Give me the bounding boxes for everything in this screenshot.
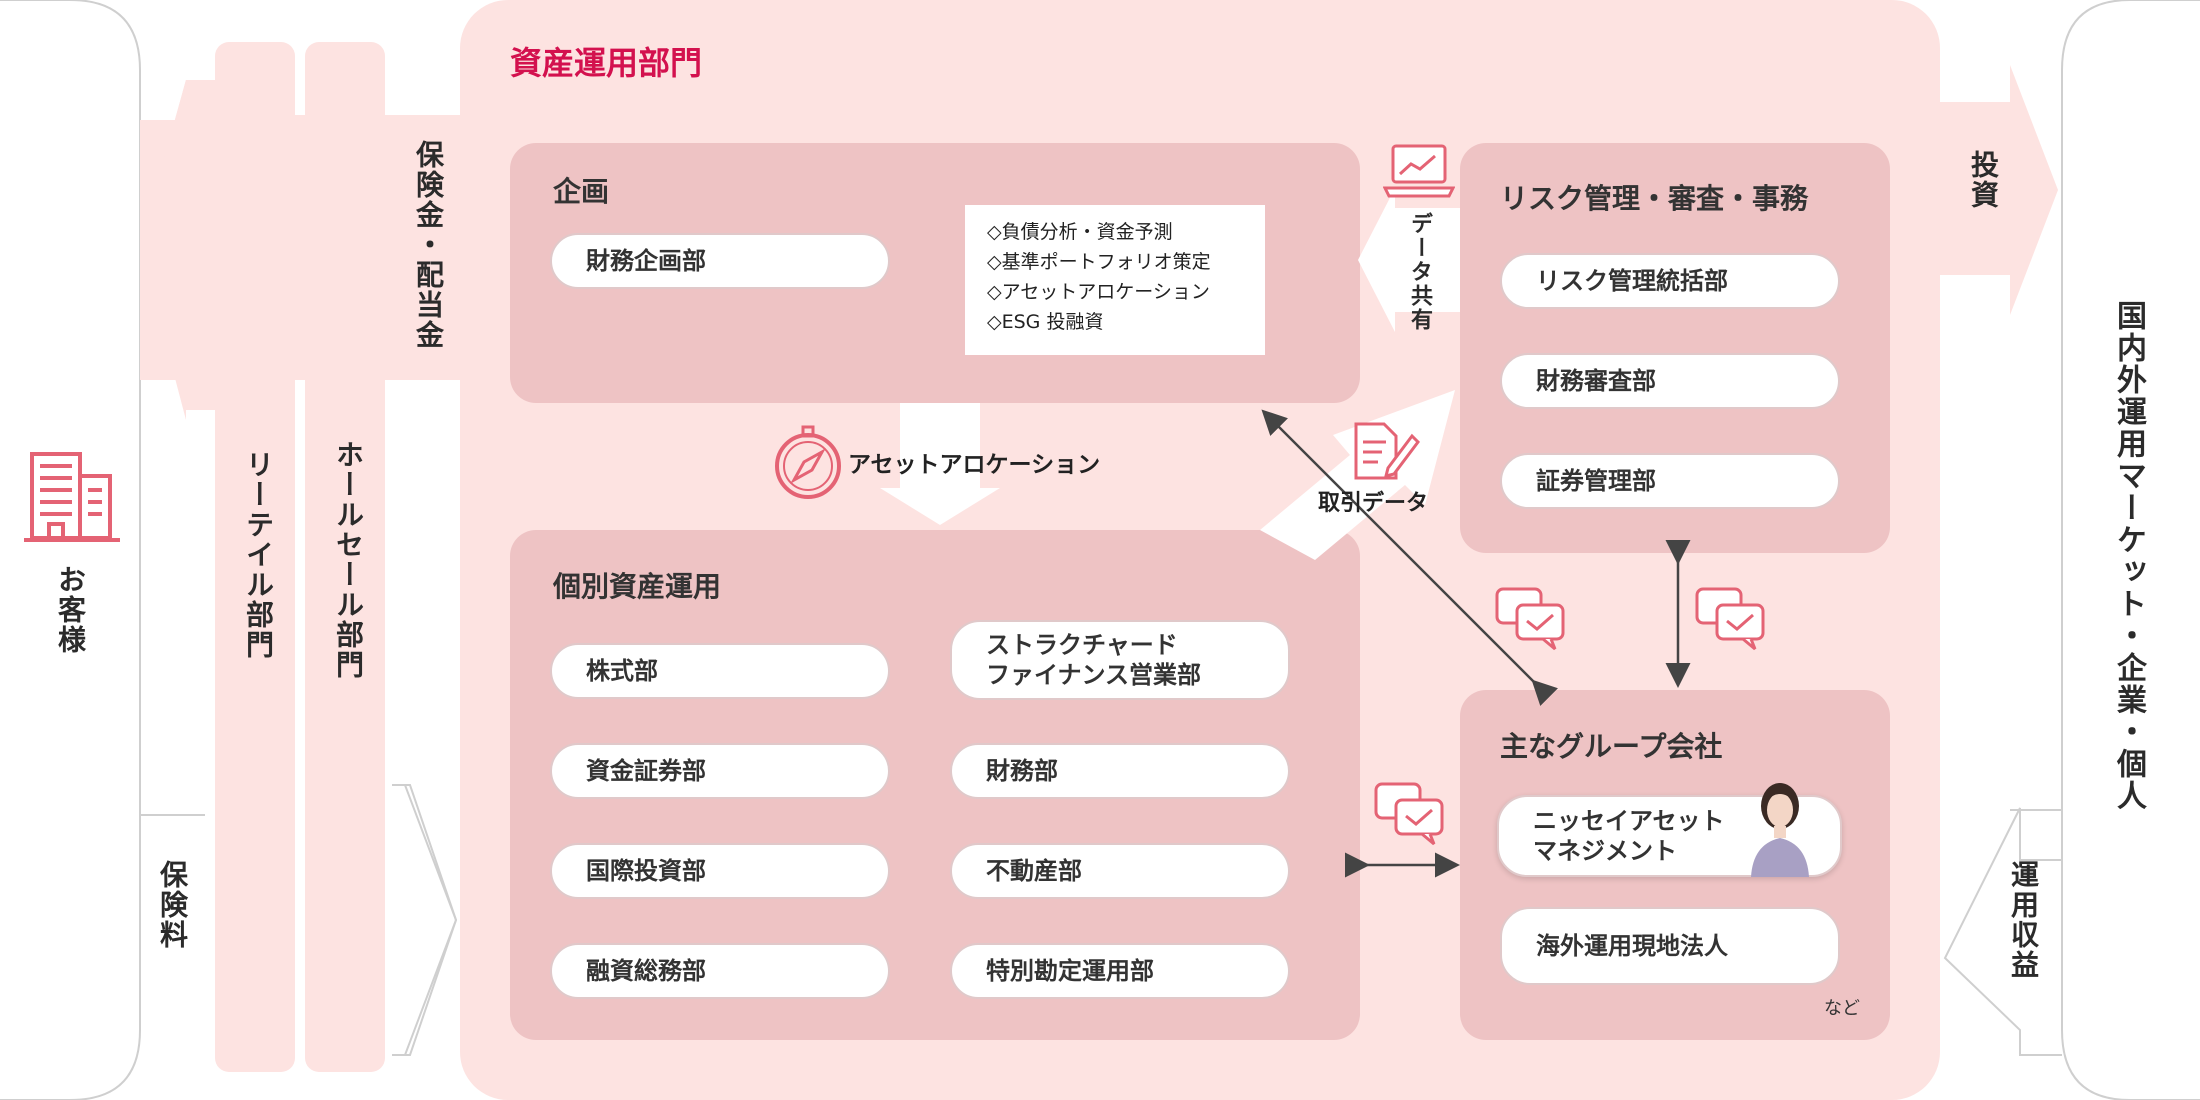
- retail-column: [215, 42, 295, 1072]
- division-title: 資産運用部門: [510, 44, 703, 82]
- premium-arrow-outline: [392, 784, 458, 1056]
- building-icon: [24, 452, 120, 542]
- payout-label: 保険金・配当金: [412, 140, 445, 350]
- dept-financial-planning[interactable]: 財務企画部: [550, 233, 890, 289]
- dept-structured-finance[interactable]: ストラクチャード ファイナンス営業部: [950, 620, 1290, 700]
- dept-international-investment[interactable]: 国際投資部: [550, 843, 890, 899]
- laptop-chart-icon: [1383, 144, 1455, 198]
- person-photo: [1751, 783, 1809, 877]
- allocation-down-arrow: [880, 403, 1000, 525]
- etc-label: など: [1824, 998, 1860, 1019]
- dept-financial-review[interactable]: 財務審査部: [1500, 353, 1840, 409]
- retail-label: リーテイル部門: [242, 450, 275, 660]
- individual-title: 個別資産運用: [553, 570, 722, 603]
- invest-arrow: [1940, 65, 2058, 315]
- trade-data-label: 取引データ: [1318, 491, 1429, 516]
- wholesale-column: [305, 42, 385, 1072]
- premium-label: 保険料: [156, 860, 189, 950]
- overseas-subsidiaries[interactable]: 海外運用現地法人: [1500, 907, 1840, 985]
- market-label: 国内外運用マーケット・企業・個人: [2111, 300, 2146, 812]
- data-share-arrow: [1358, 188, 1460, 332]
- risk-title: リスク管理・審査・事務: [1500, 182, 1809, 215]
- compass-icon: [775, 425, 841, 499]
- payout-arrow-head: [140, 80, 210, 415]
- dept-finance[interactable]: 財務部: [950, 743, 1290, 799]
- dept-real-estate[interactable]: 不動産部: [950, 843, 1290, 899]
- planning-note: ◇アセットアロケーション: [987, 281, 1210, 303]
- planning-note: ◇基準ポートフォリオ策定: [987, 251, 1211, 273]
- return-arrow: [1943, 807, 2062, 1056]
- planning-title: 企画: [553, 175, 610, 208]
- chat-icon: [1374, 782, 1444, 846]
- wholesale-label: ホールセール部門: [332, 440, 365, 680]
- planning-note: ◇負債分析・資金予測: [987, 221, 1173, 243]
- customer-label: お客様: [54, 565, 87, 655]
- market-column-outline: [2010, 0, 2200, 811]
- customer-column-outline: [0, 0, 205, 816]
- dept-fund-securities[interactable]: 資金証券部: [550, 743, 890, 799]
- dept-loan-administration[interactable]: 融資総務部: [550, 943, 890, 999]
- payout-connector: [395, 115, 460, 380]
- group-title: 主なグループ会社: [1500, 730, 1723, 763]
- planning-note: ◇ESG 投融資: [987, 311, 1104, 333]
- planning-notes: ◇負債分析・資金予測 ◇基準ポートフォリオ策定 ◇アセットアロケーション ◇ES…: [965, 205, 1265, 355]
- allocation-label: アセットアロケーション: [848, 452, 1101, 478]
- chat-icon: [1695, 587, 1765, 651]
- return-label: 運用収益: [2007, 860, 2040, 980]
- dept-equity[interactable]: 株式部: [550, 643, 890, 699]
- dept-risk-management[interactable]: リスク管理統括部: [1500, 253, 1840, 309]
- data-share-label: データ共有: [1407, 212, 1432, 332]
- invest-label: 投資: [1967, 150, 2000, 210]
- dept-special-account[interactable]: 特別勘定運用部: [950, 943, 1290, 999]
- document-pen-icon: [1354, 422, 1420, 480]
- chat-icon: [1495, 587, 1565, 651]
